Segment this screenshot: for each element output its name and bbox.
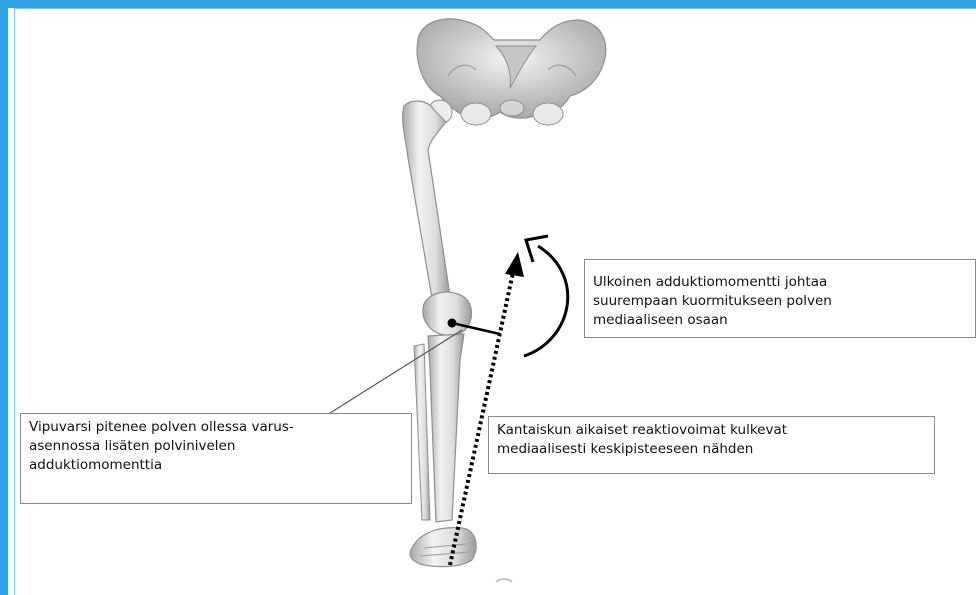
callout-lever-arm: Vipuvarsi pitenee polven ollessa varus- … [20,413,412,504]
callout-force-line-1: Kantaiskun aikaiset reaktiovoimat kulkev… [497,421,926,440]
tibia-bone [428,334,464,522]
foot-bones [410,528,476,567]
callout-moment-line-3: mediaaliseen osaan [593,311,967,330]
knee-joint [423,292,472,335]
callout-moment-line-1: Ulkoinen adduktiomomentti johtaa [593,273,967,292]
callout-force-line-2: mediaalisesti keskipisteeseen nähden [497,440,926,459]
callout-adduction-moment: Ulkoinen adduktiomomentti johtaa suuremp… [584,259,976,338]
callout-lever-line-3: adduktiomomenttia [29,456,403,475]
callout-lever-line-2: asennossa lisäten polvinivelen [29,437,403,456]
callout-reaction-force: Kantaiskun aikaiset reaktiovoimat kulkev… [488,416,935,474]
adduction-moment-arc [524,246,568,356]
femur-bone [403,100,452,298]
fibula-bone [414,344,430,520]
callout-lever-line-1: Vipuvarsi pitenee polven ollessa varus- [29,418,403,437]
callout-moment-line-2: suurempaan kuormitukseen polven [593,292,967,311]
knee-center-point [448,319,457,328]
reaction-force-arrowhead [505,252,524,277]
faint-ring-mark [496,579,512,582]
